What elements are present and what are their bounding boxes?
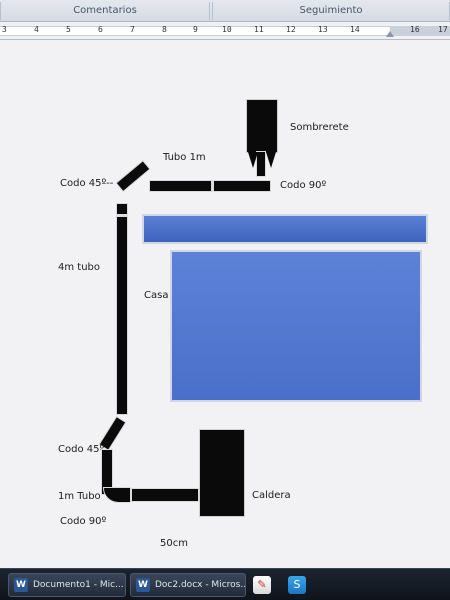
paint-icon[interactable]: ✎ [253, 576, 271, 594]
label-50cm: 50cm [160, 538, 188, 549]
label-codo-45-bottom: Codo 45º [58, 444, 105, 455]
label-casa: Casa [144, 290, 169, 301]
ruler-number: 4 [34, 25, 39, 34]
ruler-number: 3 [2, 25, 7, 34]
taskbar-item-documento1[interactable]: W Documento1 - Mic... [8, 573, 126, 597]
ruler-number: 17 [438, 25, 448, 34]
ruler-number: 11 [254, 25, 264, 34]
right-indent-marker[interactable] [386, 31, 394, 37]
ruler-number: 9 [193, 25, 198, 34]
document-page[interactable]: Sombrerete Tubo 1m Codo 90º Codo 45º-- 4… [0, 40, 450, 568]
caldera-shape[interactable] [199, 429, 245, 517]
taskbar: W Documento1 - Mic... W Doc2.docx - Micr… [0, 568, 450, 600]
ruler-number: 8 [162, 25, 167, 34]
ruler-number: 6 [98, 25, 103, 34]
label-tubo-1m: Tubo 1m [163, 152, 206, 163]
label-caldera: Caldera [252, 490, 291, 501]
ribbon-group-comentarios[interactable]: Comentarios [0, 2, 210, 20]
label-codo-90-bottom: Codo 90º [60, 516, 107, 527]
cap-arrow-left-icon [248, 152, 258, 168]
ruler-number: 14 [350, 25, 360, 34]
ruler-number: 5 [66, 25, 71, 34]
label-1m-tubo: 1m Tubo [58, 491, 101, 502]
flue-diagram: Sombrerete Tubo 1m Codo 90º Codo 45º-- 4… [0, 40, 450, 568]
ruler-track [0, 26, 390, 36]
top-horizontal-pipe[interactable] [149, 180, 271, 192]
taskbar-item-doc2[interactable]: W Doc2.docx - Micros... [130, 573, 246, 597]
ruler-number: 16 [410, 25, 420, 34]
ruler-number: 12 [286, 25, 296, 34]
sombrerete-shape[interactable] [246, 99, 278, 153]
pipe-joint [116, 214, 128, 217]
pipe-joint [211, 180, 214, 192]
codo-45-top-pipe[interactable] [115, 158, 151, 194]
vertical-4m-pipe[interactable] [116, 203, 128, 415]
label-4m-tubo: 4m tubo [58, 262, 101, 273]
lower-vertical-pipe[interactable] [101, 449, 113, 495]
ruler-number: 7 [130, 25, 135, 34]
house-body-shape[interactable] [170, 250, 422, 402]
ribbon-group-bar: Comentarios Seguimiento [0, 0, 450, 22]
word-icon: W [14, 578, 28, 592]
ribbon-group-seguimiento[interactable]: Seguimiento [212, 2, 450, 20]
horizontal-ruler[interactable]: 3 4 5 6 7 8 9 10 11 12 13 14 16 17 [0, 22, 450, 40]
skype-icon[interactable]: S [288, 576, 306, 594]
cap-connector-pipe[interactable] [256, 151, 266, 177]
ruler-number: 13 [318, 25, 328, 34]
bottom-horizontal-pipe[interactable] [131, 488, 199, 502]
label-codo-45-top: Codo 45º-- [60, 178, 114, 189]
word-icon: W [136, 578, 150, 592]
cap-arrow-right-icon [266, 152, 276, 168]
label-codo-90-top: Codo 90º [280, 180, 327, 191]
ruler-right-margin [390, 26, 450, 36]
house-roof-shape[interactable] [142, 214, 428, 244]
taskbar-item-label: Doc2.docx - Micros... [155, 580, 246, 590]
ruler-number: 10 [222, 25, 232, 34]
codo-90-bottom-pipe[interactable] [103, 487, 131, 503]
label-sombrerete: Sombrerete [290, 122, 349, 133]
taskbar-item-label: Documento1 - Mic... [33, 580, 124, 590]
